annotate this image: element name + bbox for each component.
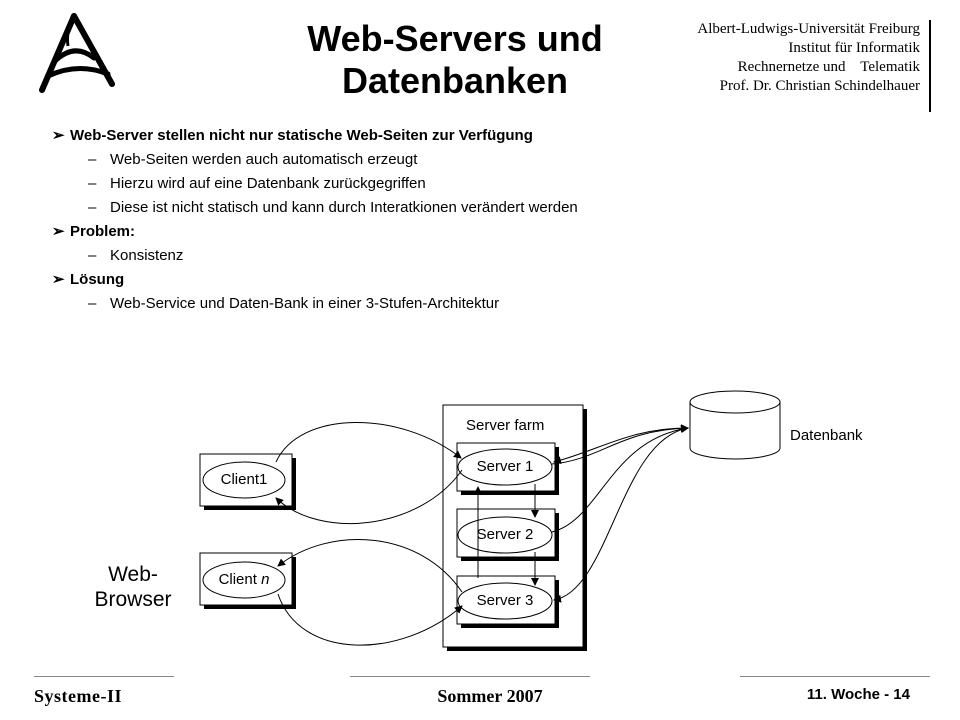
dash-icon: – xyxy=(88,247,97,264)
sub-bullet-item: – Web-Service und Daten-Bank in einer 3-… xyxy=(52,292,932,316)
dash-icon: – xyxy=(88,199,97,216)
dash-icon: – xyxy=(88,295,97,312)
bullet-text: Lösung xyxy=(70,271,125,288)
arrow-server2-to-database xyxy=(551,425,689,533)
sub-bullet-text: Web-Seiten werden auch automatisch erzeu… xyxy=(110,151,418,168)
bullet-item: ➢ Web-Server stellen nicht nur statische… xyxy=(52,124,932,148)
bullet-item: ➢ Lösung xyxy=(52,268,932,292)
web-browser-line-2: Browser xyxy=(94,588,172,611)
title-line-2: Datenbanken xyxy=(341,60,569,101)
footer-rule-right xyxy=(740,676,930,677)
arrow-database-to-server3 xyxy=(553,427,689,603)
dash-icon: – xyxy=(88,175,97,192)
client-1-label: Client1 xyxy=(220,471,268,488)
footer-page-number: 11. Woche - 14 xyxy=(806,686,910,703)
bullet-item: ➢ Problem: xyxy=(52,220,932,244)
server-2-label: Server 2 xyxy=(476,526,534,543)
institution-line: Rechnernetze und Telematik xyxy=(737,59,920,75)
database-label: Datenbank xyxy=(790,427,863,444)
header-divider xyxy=(929,20,931,112)
arrow-server1-to-database xyxy=(551,424,689,465)
web-browser-label: Web- Browser xyxy=(78,562,188,612)
arrow-server3-to-clientn xyxy=(277,539,463,593)
sub-bullet-text: Hierzu wird auf eine Datenbank zurückgeg… xyxy=(110,175,426,192)
client-n-suffix: n xyxy=(261,571,270,588)
institution-line: Albert-Ludwigs-Universität Freiburg xyxy=(697,21,920,37)
footer-term: Sommer 2007 xyxy=(437,686,543,706)
title-line-1: Web-Servers und xyxy=(307,18,603,59)
sub-bullet-item: – Diese ist nicht statisch und kann durc… xyxy=(52,196,932,220)
arrow-client1-to-server1 xyxy=(275,422,462,463)
page-title: Web-Servers und Datenbanken xyxy=(200,18,710,102)
institution-block: Albert-Ludwigs-Universität Freiburg Inst… xyxy=(680,20,920,96)
bullet-arrow-icon: ➢ xyxy=(52,271,65,288)
sub-bullet-item: – Konsistenz xyxy=(52,244,932,268)
bullet-arrow-icon: ➢ xyxy=(52,223,65,240)
sub-bullet-item: – Hierzu wird auf eine Datenbank zurückg… xyxy=(52,172,932,196)
database-icon xyxy=(689,390,781,460)
sub-bullet-item: – Web-Seiten werden auch automatisch erz… xyxy=(52,148,932,172)
arrow-database-to-server1 xyxy=(553,427,689,465)
arrow-server1-to-client1 xyxy=(275,469,463,524)
bullet-text: Web-Server stellen nicht nur statische W… xyxy=(70,127,533,144)
sub-bullet-text: Konsistenz xyxy=(110,247,184,264)
server-farm-label: Server farm xyxy=(466,417,545,434)
sub-bullet-text: Diese ist nicht statisch und kann durch … xyxy=(110,199,578,216)
server-3-label: Server 3 xyxy=(476,592,534,609)
bullet-arrow-icon: ➢ xyxy=(52,127,65,144)
footer-course: Systeme-II xyxy=(34,686,122,706)
web-browser-line-1: Web- xyxy=(108,563,158,586)
bullet-list: ➢ Web-Server stellen nicht nur statische… xyxy=(52,124,932,316)
institution-line: Prof. Dr. Christian Schindelhauer xyxy=(719,78,920,94)
client-n-prefix: Client xyxy=(218,571,262,588)
university-logo-icon xyxy=(39,13,115,93)
institution-line: Institut für Informatik xyxy=(788,40,920,56)
footer-rule-left xyxy=(34,676,174,677)
client-n-label: Client n xyxy=(202,571,286,589)
dash-icon: – xyxy=(88,151,97,168)
server-1-label: Server 1 xyxy=(476,458,534,475)
sub-bullet-text: Web-Service und Daten-Bank in einer 3-St… xyxy=(110,295,500,312)
arrow-clientn-to-server3 xyxy=(277,593,463,646)
footer-rule-center xyxy=(350,676,590,677)
bullet-text: Problem: xyxy=(70,223,136,240)
